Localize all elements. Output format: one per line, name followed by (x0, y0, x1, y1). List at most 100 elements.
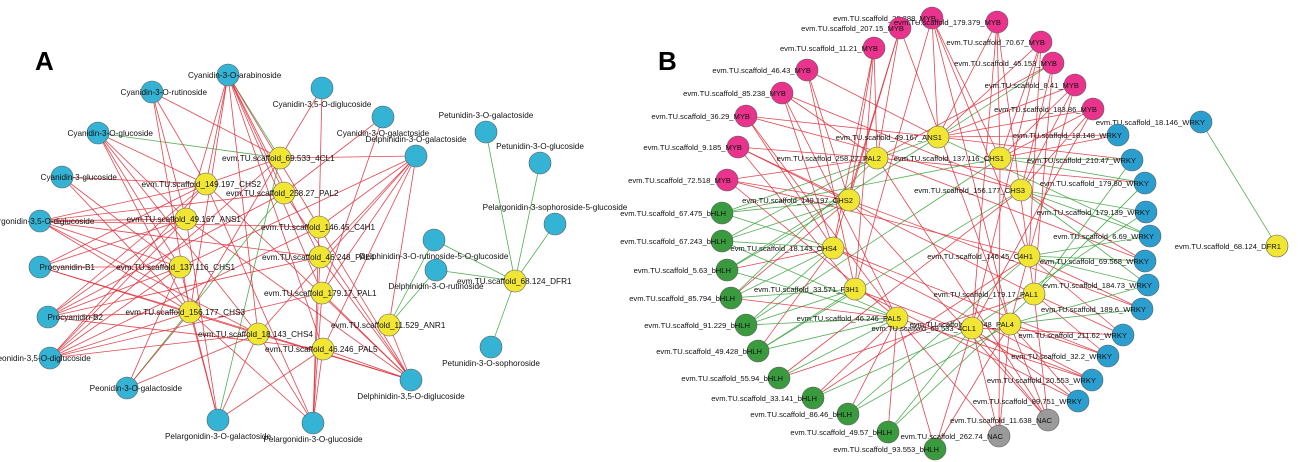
node-circle (28, 209, 52, 233)
node-m85: evm.TU.scaffold_85.238_MYB (683, 81, 794, 105)
edge-gc4h1-w189 (1028, 255, 1143, 310)
edge-gans1-procB1 (39, 218, 187, 268)
node-circle (301, 411, 325, 435)
node-label: Petunidin-3-O-glucoside (496, 142, 584, 151)
edge-gchs1-w18b (999, 134, 1119, 159)
node-label: evm.TU.scaffold_20.388_MYB (833, 14, 936, 23)
node-dp_rut5: Delphinidin-3-O-rutinoside-5-O-glucoside (360, 228, 509, 261)
node-label: Petunidin-3-O-sophoroside (442, 359, 540, 368)
edge-gchs1-w179 (999, 157, 1146, 184)
node-circle (1189, 110, 1213, 134)
edge-gc4h1-b86 (847, 255, 1030, 415)
edge-gchs1-procB2 (47, 266, 181, 318)
edge-gchs4-m207 (832, 27, 901, 249)
node-label: evm.TU.scaffold_211.62_WRKY (1018, 331, 1127, 340)
edge-gchs4-cy_glu (97, 132, 259, 335)
edge-gchs4-b67 (721, 212, 834, 249)
node-w189: evm.TU.scaffold_189.6_WRKY (1041, 297, 1154, 321)
node-w32: evm.TU.scaffold_32.2_WRKY (1011, 344, 1120, 368)
node-circle (168, 255, 192, 279)
edge-gans1-pg35 (39, 218, 187, 222)
node-g4cl1: evm.TU.scaffold_69.533_4CL1 (871, 316, 984, 340)
node-w210: evm.TU.scaffold_210.47_WRKY (1027, 148, 1144, 172)
node-circle (50, 165, 74, 189)
node-n11: evm.TU.scaffold_11.638_NAC (950, 408, 1060, 432)
node-label: evm.TU.scaffold_11.21_MYB (780, 44, 878, 53)
node-circle (194, 172, 218, 196)
edge-gans1-cy_rut (151, 91, 187, 220)
edge-gpal5-dp_gal (322, 155, 417, 350)
edge-gpal2-w179 (876, 157, 1146, 184)
node-w18b: evm.TU.scaffold_18.148_WRKY (1013, 123, 1130, 147)
edge-gpal2-m9 (737, 146, 878, 159)
node-label: evm.TU.scaffold_146.45_C4H1 (927, 252, 1033, 261)
node-circle (1265, 234, 1289, 258)
node-label: evm.TU.scaffold_85.794_bHLH (629, 294, 735, 303)
edge-gchs1-cy3g (61, 176, 181, 268)
edge-gpal4-m20 (931, 17, 1011, 325)
edge-gpal2-b85 (730, 157, 878, 299)
node-b93: evm.TU.scaffold_93.553_bHLH (833, 437, 947, 461)
node-gc4h1: evm.TU.scaffold_146.45_C4H1 (261, 215, 376, 239)
edge-gpal4-m207 (899, 27, 1011, 325)
node-circle (1134, 200, 1158, 224)
edge-g4cl1-n262 (971, 327, 1000, 437)
edge-gchs4-pg35 (39, 220, 259, 335)
node-label: evm.TU.scaffold_67.475_bHLH (620, 209, 726, 218)
node-circle (865, 146, 889, 170)
edge-gpal4-b86 (847, 323, 1011, 415)
edge-gchs2-b85 (730, 199, 850, 299)
node-label: evm.TU.scaffold_262.74_NAC (901, 432, 1004, 441)
edge-gchs3-cy_glu (97, 132, 191, 313)
node-circle (310, 281, 334, 305)
node-circle (923, 437, 947, 461)
node-w20: evm.TU.scaffold_20.553_WRKY (987, 368, 1104, 392)
node-label: Cyanidin-3-glucoside (41, 173, 118, 182)
edge-gpal5-procB2 (47, 316, 324, 350)
edge-gf3h1-m11 (854, 47, 875, 290)
node-label: Peonidin-3,5-O-diglucoside (0, 354, 91, 363)
edge-gpal2-procB2 (47, 192, 285, 318)
node-cy35: Cyanidin-3,5-O-diglucoside (273, 76, 372, 109)
node-gans1: evm.TU.scaffold_49.167_ANS1 (836, 125, 950, 149)
node-circle (1138, 224, 1162, 248)
node-circle (404, 144, 428, 168)
node-gc4h1: evm.TU.scaffold_146.45_C4H1 (927, 244, 1041, 268)
edge-gchs2-cy_glu (97, 132, 207, 185)
node-label: evm.TU.scaffold_86.46_bHLH (750, 410, 852, 419)
node-gpal5: evm.TU.scaffold_46.246_PAL5 (265, 337, 378, 361)
node-pt_glu: Petunidin-3-O-glucoside (496, 142, 584, 175)
node-circle (528, 151, 552, 175)
node-circle (988, 146, 1012, 170)
node-m72: evm.TU.scaffold_72.518_MYB (628, 168, 739, 192)
edge-gpal5-b5 (726, 269, 898, 319)
node-circle (371, 105, 395, 129)
node-m9: evm.TU.scaffold_9.185_MYB (643, 135, 750, 159)
edge-gchs3-pn_gal (126, 311, 191, 389)
edge-gpal4-n262 (998, 323, 1011, 437)
node-b67: evm.TU.scaffold_67.475_bHLH (620, 201, 734, 225)
edge-g4cl1-w211 (971, 327, 1124, 336)
node-label: evm.TU.scaffold_137.116_CHS1 (894, 154, 1004, 163)
edge-gf3h1-b49 (757, 288, 856, 352)
edge-g4cl1-gchs3 (189, 157, 281, 313)
panel-a-nodes: Cyanidin-3-O-arabinosideCyanidin-3-O-rut… (0, 63, 628, 444)
node-label: evm.TU.scaffold_184.73_WRKY (1043, 281, 1152, 290)
edge-gans1-m45 (937, 62, 1054, 138)
node-circle (86, 121, 110, 145)
node-circle (140, 80, 164, 104)
node-m70: evm.TU.scaffold_70.67_MYB (946, 30, 1053, 54)
edge-g4cl1-m179 (971, 21, 998, 329)
node-cy_gal: Cyanidin-3-O-galactoside (337, 105, 430, 138)
edge-gc4h1-cy35 (318, 87, 323, 228)
node-w89: evm.TU.scaffold_89.751_WRKY (973, 389, 1090, 413)
edge-gchs1-b91 (745, 157, 1001, 326)
node-circle (710, 201, 734, 225)
node-gdfr1: evm.TU.scaffold_68.124_DFR1 (457, 269, 572, 293)
node-label: evm.TU.scaffold_179.139_WRKY (1037, 208, 1150, 217)
node-label: evm.TU.scaffold_189.6_WRKY (1041, 305, 1146, 314)
node-label: evm.TU.scaffold_11.529_ANR1 (331, 321, 446, 330)
edge-g4cl1-cy35 (279, 87, 323, 159)
edge-gchs1-dp_gal (179, 155, 417, 268)
node-circle (767, 366, 791, 390)
